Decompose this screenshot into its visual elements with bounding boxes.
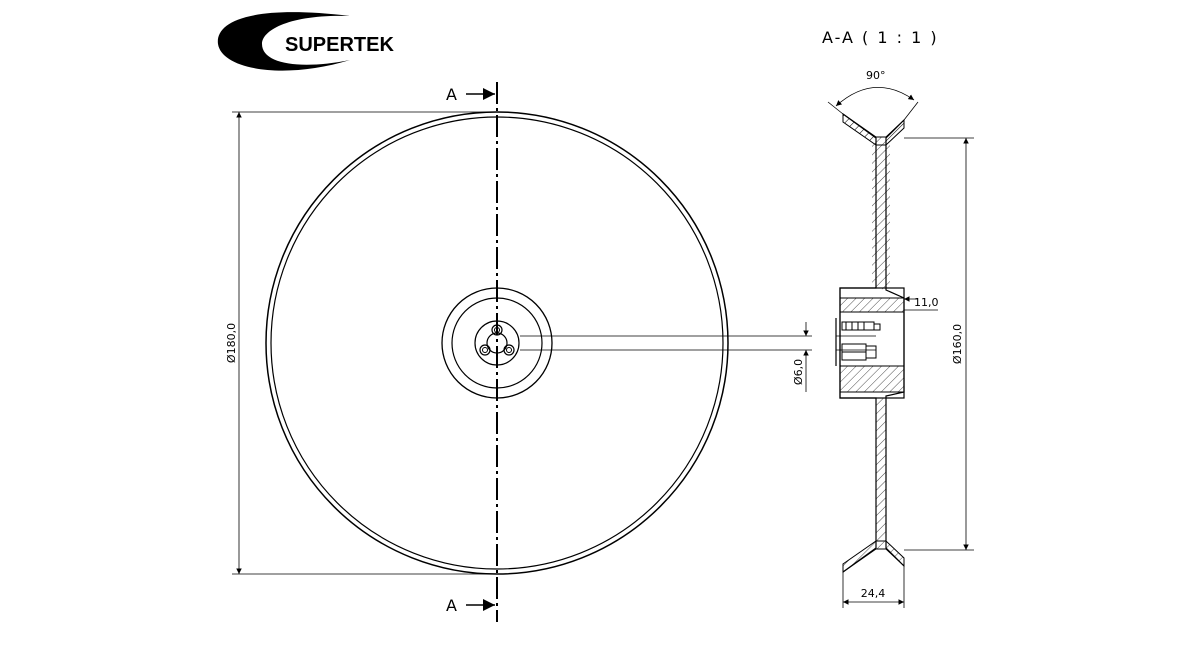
hub-offset-label: 11,0: [914, 296, 939, 309]
svg-text:A: A: [446, 85, 457, 104]
width-label: 24,4: [861, 587, 886, 600]
screw-hole-right: [503, 344, 515, 356]
hub-hatch-top: [839, 297, 905, 313]
section-title: A-A ( 1 : 1 ): [822, 28, 939, 47]
width-dimension: [842, 566, 905, 608]
groove-angle-dimension: [827, 87, 919, 121]
web-hatch-upper: [843, 114, 904, 290]
screw-hole-left: [479, 344, 491, 356]
rim-bottom: [842, 540, 905, 573]
web-upper: [875, 144, 887, 289]
front-view: [265, 82, 729, 622]
groove-diameter-dimension: [904, 137, 974, 551]
groove-angle-label: 90°: [866, 69, 886, 82]
outer-diameter-dimension: [232, 111, 497, 575]
hub-section: [839, 287, 905, 399]
svg-text:A: A: [446, 596, 457, 615]
supertek-logo: SUPERTEK: [217, 12, 394, 71]
hub-offset-dimension: [904, 296, 938, 311]
hole-diameter-label: Ø6,0: [792, 359, 805, 385]
hole-diameter-dimension: [520, 322, 812, 392]
web-lower: [875, 397, 887, 542]
logo-text: SUPERTEK: [285, 34, 394, 56]
rim-top: [842, 113, 905, 146]
section-view: [835, 113, 905, 573]
set-screw: [841, 321, 881, 361]
logo-swoosh: [217, 12, 350, 71]
groove-diameter-label: Ø160,0: [951, 324, 964, 364]
section-marker-top: A: [446, 85, 495, 104]
section-marker-bottom: A: [446, 596, 495, 615]
outer-diameter-label: Ø180,0: [225, 323, 238, 363]
hub-hatch-bottom: [839, 365, 905, 393]
